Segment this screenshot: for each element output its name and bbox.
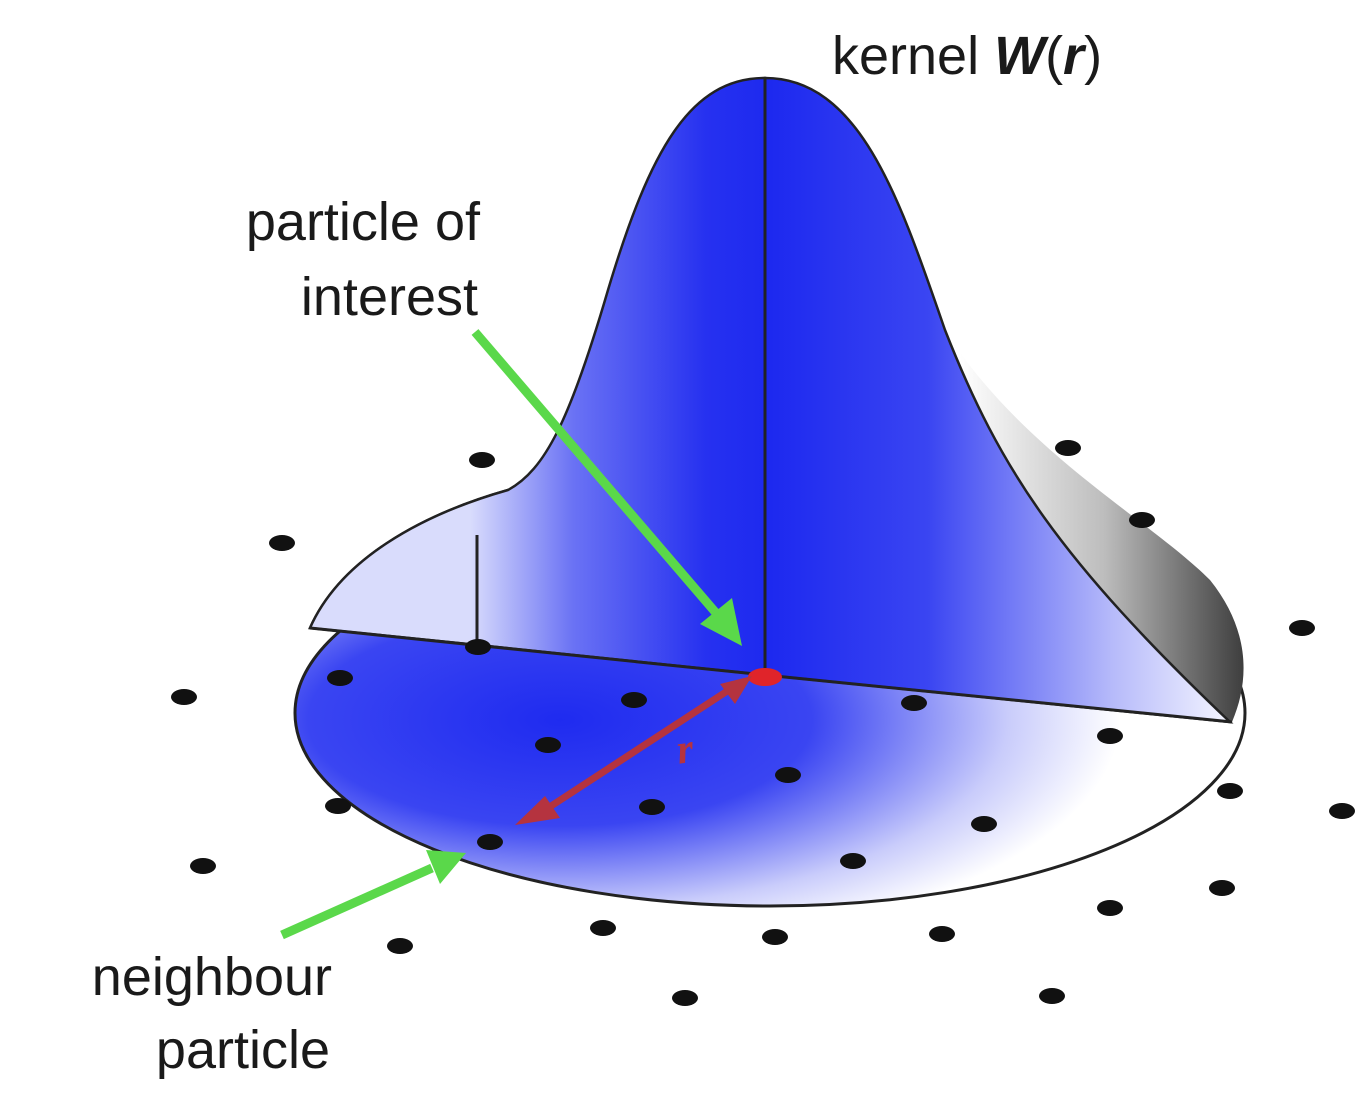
kernel-label-close-paren: ) (1084, 26, 1102, 86)
kernel-label: kernel W(r) (832, 26, 1102, 86)
particle (901, 695, 927, 711)
interest-arrow (471, 329, 742, 646)
particle (1039, 988, 1065, 1004)
cross-section-right-base (764, 673, 1233, 724)
radius-label: r (674, 726, 697, 774)
particle (269, 535, 295, 551)
particle (1289, 620, 1315, 636)
particle (171, 689, 197, 705)
particle (840, 853, 866, 869)
kernel-label-open-paren: ( (1045, 26, 1063, 86)
particle (477, 834, 503, 850)
particle (1055, 440, 1081, 456)
particle (590, 920, 616, 936)
particle (535, 737, 561, 753)
particle (1097, 728, 1123, 744)
particle (1209, 880, 1235, 896)
particle (971, 816, 997, 832)
particle (621, 692, 647, 708)
particle (1329, 803, 1355, 819)
particle (639, 799, 665, 815)
particle (1097, 900, 1123, 916)
particle (327, 670, 353, 686)
radius-arrow (515, 676, 752, 825)
particle (190, 858, 216, 874)
particle (762, 929, 788, 945)
particle (325, 798, 351, 814)
particle (469, 452, 495, 468)
kernel-label-w: W (994, 26, 1049, 86)
cross-section-left-base (309, 626, 766, 677)
particle (775, 767, 801, 783)
particle-of-interest-label-line2: interest (301, 267, 478, 327)
particle (465, 639, 491, 655)
kernel-label-r: r (1063, 26, 1087, 86)
particle (929, 926, 955, 942)
particle-of-interest-label-line1: particle of (246, 192, 481, 252)
neighbour-arrow (280, 850, 466, 940)
kernel-label-prefix: kernel (832, 26, 994, 86)
particle (672, 990, 698, 1006)
particles (171, 440, 1355, 1006)
particle (1217, 783, 1243, 799)
kernel-left-half (308, 76, 767, 677)
kernel-right-half (763, 76, 1234, 724)
neighbour-particle-label-line2: particle (156, 1020, 330, 1080)
particle (387, 938, 413, 954)
particle-of-interest-dot (748, 668, 782, 686)
particle (1129, 512, 1155, 528)
neighbour-particle-label-line1: neighbour (92, 947, 332, 1007)
